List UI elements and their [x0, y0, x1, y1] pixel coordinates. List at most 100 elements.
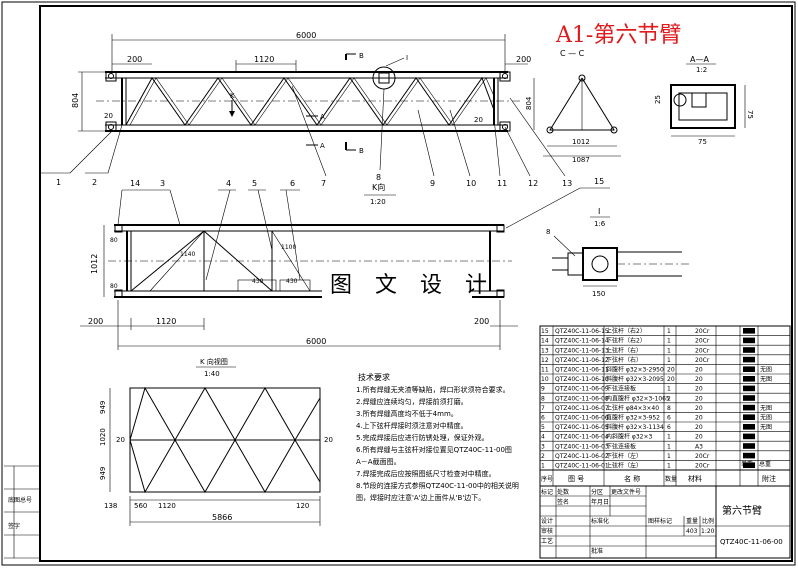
bom-cell-name: 下弦杆（右）: [606, 356, 642, 364]
callout-5: 5: [252, 179, 257, 188]
bom-cell-no: 13: [541, 347, 549, 354]
bom-cell-qty: 20: [667, 367, 675, 374]
bom-weight-fill: [743, 347, 755, 353]
bom-cell-no: 8: [541, 395, 545, 402]
dim-kv-20-right: 20: [324, 436, 333, 444]
section-cc: C — C 1012 1087 804: [525, 49, 621, 164]
detail-i-mark: I: [406, 54, 408, 62]
left-strip: 底图总号 签字: [4, 465, 40, 559]
detail-i-label: I: [598, 207, 600, 216]
callout-3: 3: [160, 179, 165, 188]
bom-cell-code: QTZ40C-11-06-09: [555, 386, 609, 393]
section-a-top: A: [320, 113, 325, 121]
callouts-plan: 14 3 4 5 6 15: [117, 177, 610, 281]
detail-i-150: 150: [592, 290, 605, 298]
callout-8: 8: [376, 173, 381, 182]
section-cc-label: C — C: [560, 49, 585, 58]
k-view-label: K 向视图: [200, 357, 228, 366]
dim-1120: 1120: [254, 55, 274, 64]
bom-weight-fill: [743, 433, 755, 440]
k-view-scale: 1:20: [370, 198, 386, 206]
bom-cell-mat: 20: [695, 367, 703, 374]
tb-role-approve: 批准: [591, 547, 603, 555]
callout-10: 10: [466, 179, 476, 188]
tb-role-standard: 标准化: [591, 517, 609, 525]
bom-cell-note: 无图: [760, 415, 772, 422]
dim-20-left: 20: [104, 112, 113, 120]
callout-12: 12: [528, 179, 538, 188]
callout-1: 1: [56, 178, 61, 187]
bom-cell-no: 10: [541, 376, 549, 383]
bom-weight-fill: [743, 443, 755, 449]
bom-cell-code: QTZ40C-11-06-06: [555, 415, 609, 422]
bom-cell-mat: 20Cr: [695, 357, 710, 364]
tb-row-label-4: 更改文件号: [611, 488, 641, 496]
bom-cell-code: QTZ40C-11-06-12: [555, 357, 609, 364]
callout-7: 7: [321, 179, 326, 188]
dim-plan-length: 6000: [306, 337, 326, 346]
bom-cell-mat: 20Cr: [695, 328, 710, 335]
tb-stage-label: 图样标记: [648, 517, 672, 525]
tb-part-name: 第六节臂: [722, 504, 762, 517]
front-elevation: [96, 66, 520, 132]
dim-kv-5866: 5866: [212, 513, 232, 522]
detail-i-scale: 1:6: [594, 220, 606, 228]
dim-kv-138: 138: [104, 502, 117, 510]
dim-aa-75-h: 75: [746, 110, 754, 119]
bom-cell-qty: 2: [667, 395, 671, 402]
callout-9: 9: [430, 179, 435, 188]
bom-cell-no: 3: [541, 443, 545, 450]
bom-cell-code: QTZ40C-11-06-04: [555, 434, 609, 441]
bom-header-no: 序号: [541, 475, 553, 483]
callout-14: 14: [130, 179, 140, 188]
k-view-title: K向: [372, 182, 385, 192]
dim-200-right: 200: [516, 55, 531, 64]
section-a-bottom: A: [320, 142, 325, 150]
bom-cell-code: QTZ40C-11-06-07: [555, 405, 609, 412]
bom-cell-code: QTZ40C-11-06-13: [555, 347, 609, 354]
note-line-1: 1.所有焊缝无夹渣等缺陷，焊口形状须符合要求。: [356, 385, 510, 394]
bom-cell-mat: 20: [695, 415, 703, 422]
bom-header-total: 总重: [759, 460, 771, 468]
dim-kv-560: 560: [134, 502, 147, 510]
dim-plan-200-left: 200: [88, 317, 103, 326]
bom-weight-fill: [743, 404, 755, 411]
bom-cell-code: QTZ40C-11-06-11: [555, 367, 609, 374]
bom-cell-no: 5: [541, 424, 545, 431]
dim-430-a: 430: [252, 278, 264, 285]
plan-view: [108, 224, 512, 298]
bom-cell-qty: 1: [667, 328, 671, 335]
tb-role-design: 设计: [541, 517, 553, 525]
section-markers: B B A A K I K向 1:20: [229, 52, 408, 206]
bom-cell-name: 上弦杆 φ84×3×40: [606, 404, 659, 412]
bom-cell-name: 上弦杆（右2）: [606, 327, 646, 335]
tb-scale-value: 1:20: [701, 528, 715, 535]
note-line-6: 6.所有焊缝与主弦杆对接位置见QTZ40C-11-00图: [356, 445, 512, 454]
callouts-top: 1 2 7 8 9 10 11 12 13: [40, 85, 572, 188]
bom-cell-no: 6: [541, 415, 545, 422]
bom-cell-mat: 20: [695, 395, 703, 402]
dim-cc-1087: 1087: [572, 156, 590, 164]
dim-20-right: 20: [474, 116, 483, 124]
bom-header-note: 附注: [762, 474, 776, 483]
section-aa: A—A 1:2 75 75 25: [654, 55, 754, 146]
bom-cell-mat: 20: [695, 405, 703, 412]
bom-header-name: 名 称: [624, 474, 640, 483]
tb-row-label-6: 年月日: [591, 498, 609, 506]
inner-border: [39, 5, 793, 562]
bom-cell-code: QTZ40C-11-06-08: [555, 395, 609, 402]
dim-kv-949-bottom: 949: [99, 467, 107, 480]
bom-cell-mat: A3: [695, 443, 703, 450]
left-label-1: 底图总号: [8, 496, 32, 504]
bom-cell-name: 斜腹杆 φ32×3-2950: [606, 366, 664, 374]
k-arrow-label: K: [230, 92, 235, 100]
notes-heading: 技术要求: [358, 372, 390, 382]
tb-weight-value: 403: [686, 528, 698, 535]
dim-804: 804: [71, 93, 80, 108]
bom-weight-fill: [743, 424, 755, 430]
section-b-top: B: [359, 52, 364, 60]
tb-row-label-2: 处数: [557, 488, 569, 496]
bom-cell-name: 斜腹杆 φ32×3-2095: [606, 375, 664, 383]
bom-cell-no: 14: [541, 338, 549, 345]
